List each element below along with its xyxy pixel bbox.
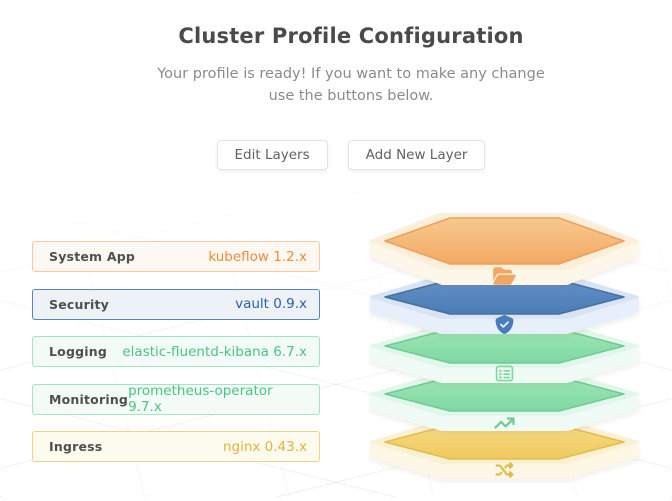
page-title: Cluster Profile Configuration [178,24,524,48]
layer-pack-version: prometheus-operator 9.7.x [128,383,273,415]
layer-stack-illustration [360,212,670,497]
layer-row-ingress[interactable]: Ingress nginx 0.43.x [32,431,320,462]
layer-pack-version: kubeflow 1.2.x [208,248,307,265]
action-buttons: Edit Layers Add New Layer [30,140,672,170]
layer-name: Security [49,296,109,312]
stack-layer-logging [370,324,639,383]
shield-check-icon [495,315,514,334]
trend-up-icon [494,417,515,429]
layer-row-monitoring[interactable]: Monitoring prometheus-operator 9.7.x [32,383,320,415]
layer-pack-version: vault 0.9.x [235,296,307,312]
stack-layer-ingress [370,420,639,479]
layer-name: Monitoring [49,391,129,407]
list-icon [495,365,514,382]
add-new-layer-button[interactable]: Add New Layer [347,140,486,170]
layer-pack-version: elastic-fluentd-kibana 6.7.x [122,343,307,360]
layer-pack-version: nginx 0.43.x [222,438,307,455]
layer-row-logging[interactable]: Logging elastic-fluentd-kibana 6.7.x [32,336,320,367]
layer-name: Ingress [49,439,103,454]
edit-layers-button[interactable]: Edit Layers [216,140,328,170]
page-subtitle: Your profile is ready! If you want to ma… [30,63,672,107]
stack-layer-system-app [370,212,639,285]
shuffle-icon [495,462,514,478]
subtitle-line-2: use the buttons below. [268,88,434,104]
subtitle-line-1: Your profile is ready! If you want to ma… [157,66,545,82]
layer-row-security[interactable]: Security vault 0.9.x [32,288,320,320]
folder-open-icon [493,267,516,285]
layer-stack-svg [370,212,639,479]
layer-name: System App [49,249,135,264]
layer-row-system-app[interactable]: System App kubeflow 1.2.x [32,241,320,272]
stack-layer-monitoring [370,372,639,431]
layer-name: Logging [49,344,107,359]
page-header: Cluster Profile Configuration Your profi… [30,22,672,170]
layer-list: System App kubeflow 1.2.x Security vault… [32,241,320,479]
